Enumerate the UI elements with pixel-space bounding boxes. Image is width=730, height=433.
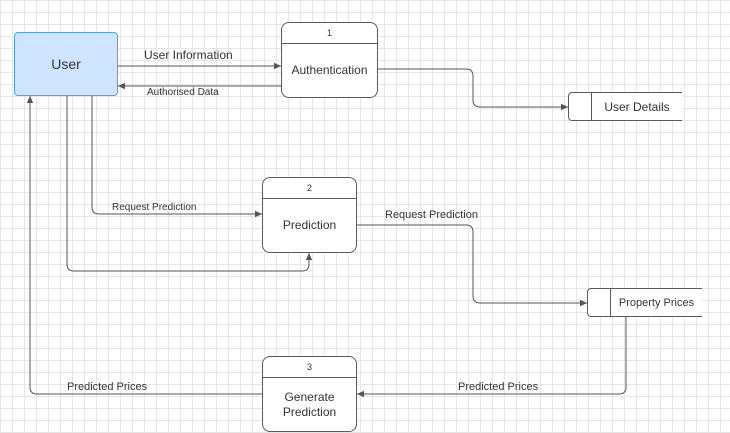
store-name: Property Prices [618, 296, 695, 309]
flow-request-prediction-store [357, 224, 587, 307]
flow-user-to-prediction-loop [66, 96, 313, 272]
process-prediction[interactable]: 2 Prediction [262, 177, 357, 253]
flow-label-authorised-data: Authorised Data [147, 87, 219, 98]
entity-user[interactable]: User [14, 32, 118, 96]
store-user-details[interactable]: User Details [568, 92, 682, 121]
process-authentication[interactable]: 1 Authentication [281, 22, 378, 98]
process-generate-prediction[interactable]: 3 Generate Prediction [262, 356, 357, 432]
process-number: 3 [263, 357, 356, 378]
process-number: 1 [282, 23, 377, 44]
flow-predicted-prices-store [357, 317, 627, 398]
store-name: User Details [604, 99, 670, 114]
store-property-prices[interactable]: Property Prices [587, 288, 702, 317]
process-name: Prediction [282, 218, 337, 232]
flow-label-predicted-prices-user: Predicted Prices [67, 381, 148, 393]
process-name: Generate Prediction [282, 389, 337, 419]
flow-label-user-information: User Information [144, 48, 233, 62]
flow-label-request-prediction-user: Request Prediction [112, 202, 197, 213]
flow-auth-to-user-details [378, 68, 568, 111]
process-name: Authentication [291, 63, 368, 77]
flow-predicted-prices-user [26, 96, 262, 395]
flow-request-prediction-user [91, 96, 262, 218]
store-divider [591, 93, 592, 120]
process-number: 2 [263, 178, 356, 199]
flow-label-request-prediction-store: Request Prediction [385, 209, 478, 221]
entity-user-label: User [51, 56, 81, 72]
flow-label-predicted-prices-store: Predicted Prices [458, 381, 539, 393]
store-divider [610, 289, 611, 316]
